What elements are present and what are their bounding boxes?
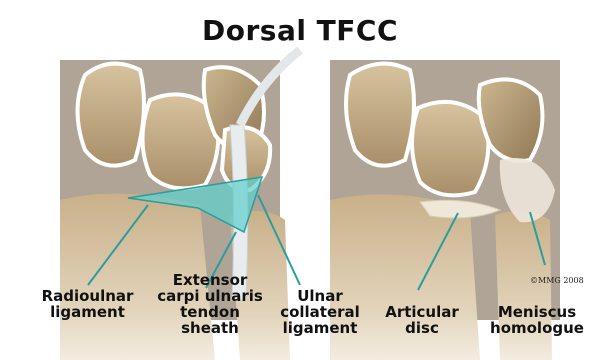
page-title: Dorsal TFCC <box>0 14 600 47</box>
label-line: disc <box>372 320 472 336</box>
label-meniscus-homologue: Meniscus homologue <box>482 304 592 336</box>
label-articular-disc: Articular disc <box>372 304 472 336</box>
label-line: Articular <box>372 304 472 320</box>
label-line: ligament <box>30 304 145 320</box>
right-carpal-bone-2 <box>412 102 488 195</box>
label-line: homologue <box>482 320 592 336</box>
label-line: sheath <box>150 320 270 336</box>
right-carpal-bone-1 <box>346 64 414 166</box>
label-line: Ulnar <box>270 288 370 304</box>
label-line: Meniscus <box>482 304 592 320</box>
label-line: ligament <box>270 320 370 336</box>
label-line: collateral <box>270 304 370 320</box>
label-line: tendon <box>150 304 270 320</box>
right-ulna-bone <box>495 211 552 360</box>
copyright-text: ©MMG 2008 <box>530 276 584 285</box>
left-carpal-bone-1 <box>78 64 145 166</box>
label-line: carpi ulnaris <box>150 288 270 304</box>
label-line: Radioulnar <box>30 288 145 304</box>
label-ulnar-collateral-ligament: Ulnar collateral ligament <box>270 288 370 336</box>
label-radioulnar-ligament: Radioulnar ligament <box>30 288 145 320</box>
label-ecu-tendon-sheath: Extensor carpi ulnaris tendon sheath <box>150 272 270 336</box>
label-line: Extensor <box>150 272 270 288</box>
